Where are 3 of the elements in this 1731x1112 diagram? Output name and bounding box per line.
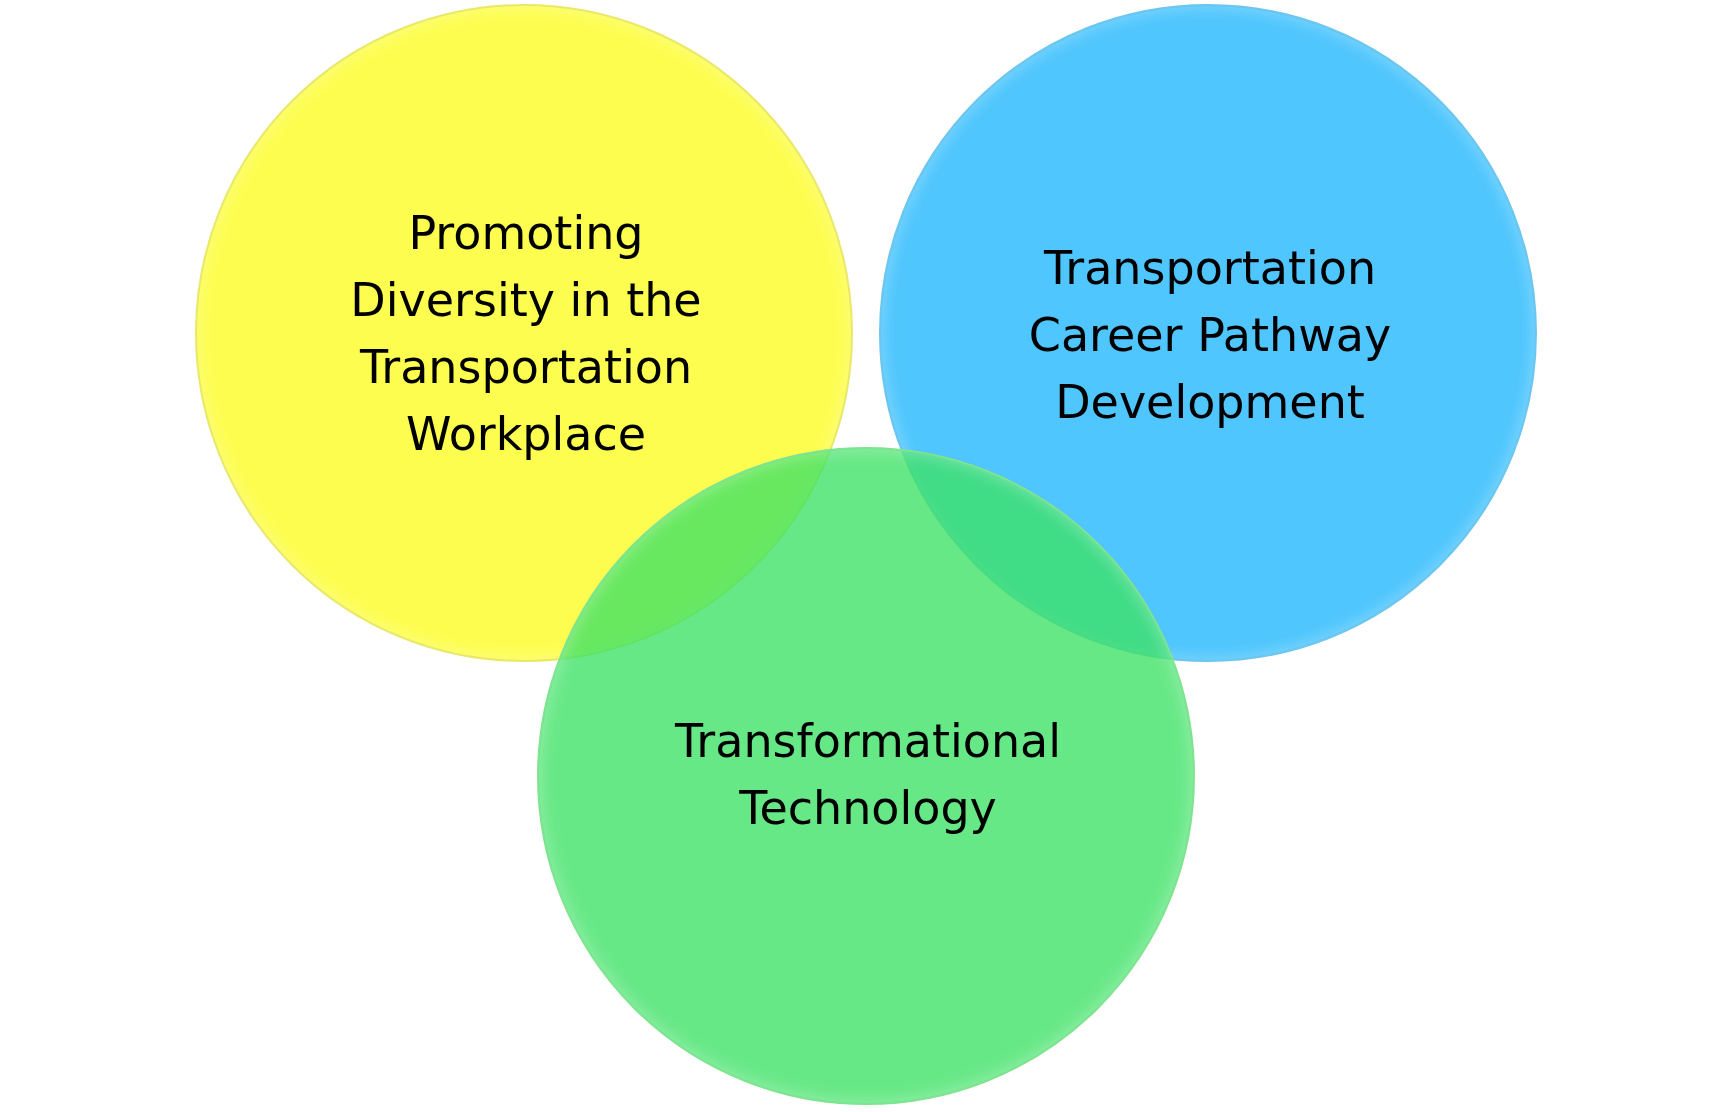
circle-label: Transformational Technology <box>673 713 1063 837</box>
circle-label: Transportation Career Pathway Development <box>1027 240 1393 431</box>
circle-label: Promoting Diversity in the Transportation Workplace <box>349 205 703 463</box>
